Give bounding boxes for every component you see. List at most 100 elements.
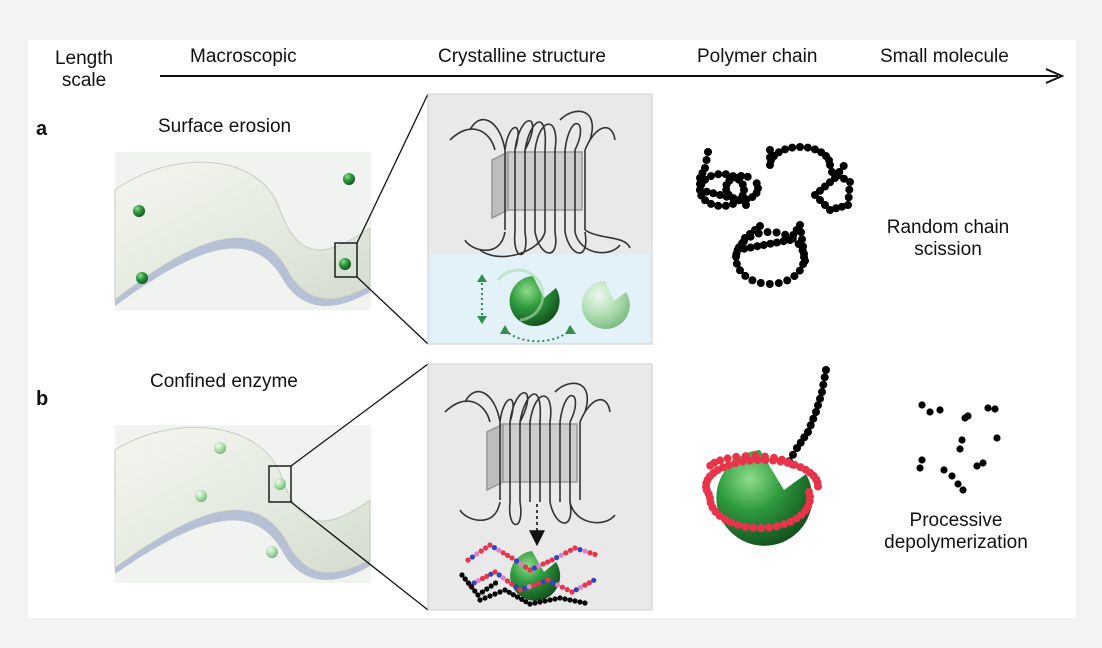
wrap-bead bbox=[716, 456, 725, 465]
strand-bead bbox=[816, 394, 824, 403]
wrap-bead bbox=[757, 524, 766, 532]
mesh-bead bbox=[513, 558, 520, 564]
chain-bead bbox=[801, 256, 809, 265]
mesh-bead bbox=[592, 551, 598, 558]
strand-b bbox=[785, 366, 830, 466]
mesh-bead bbox=[491, 545, 497, 551]
chain-bead bbox=[732, 252, 740, 261]
mesh-bead bbox=[562, 596, 568, 602]
mesh-bead bbox=[537, 599, 543, 605]
zoom-box-a bbox=[334, 242, 358, 278]
chain-bead bbox=[844, 201, 852, 209]
enzyme-dot-a1 bbox=[133, 205, 145, 217]
chain-bead bbox=[746, 243, 755, 252]
chain-bead bbox=[737, 172, 746, 180]
chain-bead bbox=[800, 249, 808, 258]
mesh-bead bbox=[567, 547, 574, 554]
strand-bead bbox=[789, 450, 797, 459]
mesh-bead bbox=[471, 580, 477, 586]
chain-bead bbox=[821, 201, 829, 209]
wrap-bead bbox=[731, 459, 740, 468]
mesh-bead bbox=[532, 600, 538, 606]
mesh-bead bbox=[500, 550, 506, 556]
chain-bead bbox=[799, 242, 807, 251]
small-molecule-bead bbox=[964, 412, 972, 420]
chain-bead bbox=[756, 279, 765, 287]
chain-bead bbox=[701, 175, 710, 184]
mesh-bead bbox=[564, 587, 570, 593]
chain-bead bbox=[772, 228, 781, 237]
mesh-bead bbox=[549, 557, 555, 563]
mesh-bead bbox=[478, 548, 484, 554]
wrap-bead bbox=[706, 494, 714, 503]
mesh-bead bbox=[510, 592, 516, 598]
mesh-bead bbox=[479, 575, 486, 582]
mesh-bead bbox=[542, 598, 548, 604]
mesh-bead bbox=[557, 595, 563, 601]
chain-bead bbox=[783, 276, 792, 285]
chain-bead bbox=[696, 186, 704, 194]
chain-bead bbox=[763, 228, 772, 237]
mesh-bead bbox=[496, 547, 502, 553]
mesh-bead bbox=[536, 580, 542, 586]
chain-bead bbox=[797, 228, 805, 237]
chain-bead bbox=[730, 173, 739, 182]
mesh-bead bbox=[475, 578, 481, 584]
chain-bead bbox=[796, 143, 804, 151]
chain-bead bbox=[772, 238, 781, 247]
film-b bbox=[114, 425, 371, 583]
small-molecule-bead bbox=[979, 459, 987, 467]
header-crystalline: Crystalline structure bbox=[438, 46, 606, 67]
wrap-bead bbox=[727, 518, 736, 527]
chain-bead bbox=[774, 148, 783, 157]
chain-bead bbox=[766, 146, 774, 154]
mesh-bead bbox=[514, 594, 521, 600]
mesh-bead bbox=[572, 545, 578, 551]
chain-bead bbox=[714, 201, 723, 210]
mesh-bead bbox=[504, 578, 511, 584]
mesh-bead bbox=[469, 554, 475, 560]
strand-bead bbox=[822, 366, 830, 374]
chain-bead bbox=[702, 187, 711, 196]
mesh-bead bbox=[487, 593, 493, 599]
mesh-bead bbox=[577, 547, 583, 553]
mesh-bead bbox=[487, 542, 493, 548]
mesh-bead bbox=[531, 582, 537, 588]
mesh-bead bbox=[492, 591, 498, 597]
mesh-bead bbox=[474, 551, 480, 557]
mesh-bead bbox=[500, 575, 506, 581]
enzyme-dot-b3 bbox=[266, 546, 278, 558]
mesh-bead bbox=[475, 592, 481, 598]
enzyme-dot-a2 bbox=[136, 272, 148, 284]
enzyme-dot-b1 bbox=[214, 442, 226, 454]
mesh-bead bbox=[536, 563, 542, 569]
mesh-bead bbox=[483, 545, 489, 551]
wrap-bead bbox=[724, 461, 733, 470]
mesh-bead bbox=[459, 572, 465, 578]
bead-wrap-b bbox=[702, 452, 822, 532]
row-b-result-label: Processive depolymerization bbox=[884, 510, 1028, 553]
header-macroscopic: Macroscopic bbox=[190, 46, 297, 67]
film-a bbox=[114, 152, 371, 310]
chain-bead bbox=[831, 174, 839, 182]
enzyme-a bbox=[496, 268, 630, 329]
row-a-title: Surface erosion bbox=[158, 116, 292, 137]
chain-bead bbox=[844, 193, 853, 202]
mesh-bead bbox=[472, 588, 478, 594]
mesh-bead bbox=[531, 565, 538, 571]
chain-bead bbox=[832, 204, 840, 213]
mesh-bead bbox=[526, 584, 532, 590]
mesh-bead bbox=[484, 573, 490, 579]
small-molecule-bead bbox=[948, 472, 956, 480]
mesh-bead bbox=[582, 582, 588, 588]
header-polymer: Polymer chain bbox=[697, 46, 818, 67]
mesh-bead bbox=[465, 557, 471, 563]
mesh-bead bbox=[545, 559, 551, 565]
small-molecule-bead bbox=[936, 406, 944, 414]
wrap-bead bbox=[765, 523, 773, 532]
mesh-bead bbox=[555, 582, 561, 588]
mesh-bead bbox=[572, 598, 578, 604]
chain-bead bbox=[704, 148, 712, 156]
wrap-bead bbox=[770, 453, 778, 462]
chain-bead bbox=[798, 235, 806, 244]
